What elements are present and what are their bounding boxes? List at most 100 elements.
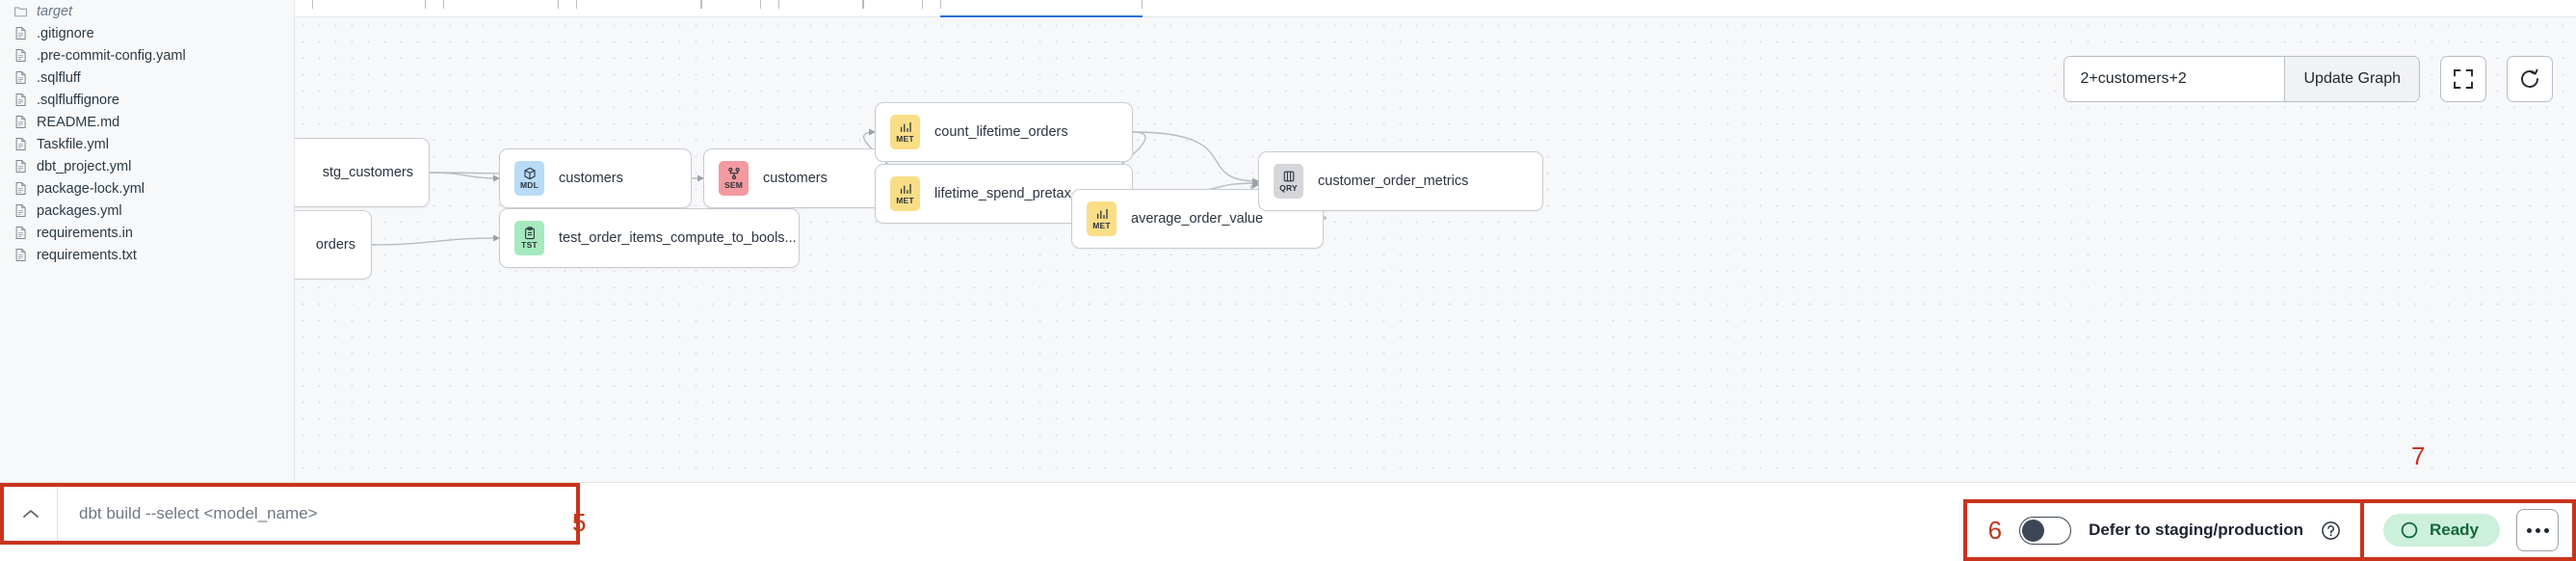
file-tree-item-label: .sqlfluff — [37, 69, 81, 86]
node-type-code: MDL — [519, 180, 539, 191]
node-type-glyph-icon — [523, 167, 537, 180]
file-tree-item-label: package-lock.yml — [37, 180, 145, 197]
file-tree-item-label: packages.yml — [37, 202, 122, 219]
tab-stub[interactable] — [863, 0, 923, 9]
ellipsis-icon[interactable] — [2516, 509, 2559, 551]
file-tree-item[interactable]: Taskfile.yml — [0, 133, 294, 155]
file-tree-item[interactable]: .pre-commit-config.yaml — [0, 44, 294, 67]
graph-node-label: customer_order_metrics — [1318, 174, 1469, 189]
graph-node[interactable]: MET count_lifetime_orders — [875, 102, 1133, 162]
file-tree-item[interactable]: .sqlfluff — [0, 67, 294, 89]
graph-node[interactable]: stg_customers — [295, 138, 430, 207]
file-tree-item-label: requirements.in — [37, 225, 133, 241]
graph-node-label: lifetime_spend_pretax — [934, 186, 1071, 201]
refresh-icon[interactable] — [2507, 56, 2553, 102]
node-type-badge-met: MET — [1087, 201, 1117, 236]
graph-node[interactable]: TST test_order_items_compute_to_bools... — [499, 208, 800, 268]
graph-node[interactable]: orders — [295, 210, 372, 280]
node-type-glyph-icon — [727, 167, 741, 180]
update-graph-button[interactable]: Update Graph — [2284, 57, 2419, 101]
file-tree-item[interactable]: target — [0, 0, 294, 22]
graph-node-label: orders — [315, 237, 355, 253]
graph-node-label: customers — [763, 171, 828, 186]
question-circle-icon[interactable] — [2321, 521, 2341, 541]
file-tree-item[interactable]: requirements.txt — [0, 244, 294, 266]
editor-tab-strip — [295, 0, 2576, 18]
file-tree-item-label: Taskfile.yml — [37, 136, 109, 152]
file-tree-item[interactable]: package-lock.yml — [0, 177, 294, 200]
file-tree-item-label: .sqlfluffignore — [37, 92, 119, 108]
graph-node-label: average_order_value — [1131, 211, 1264, 227]
defer-toggle[interactable] — [2019, 516, 2072, 545]
file-icon — [13, 137, 28, 151]
toggle-knob — [2022, 519, 2045, 542]
node-type-badge-qry: QRY — [1274, 164, 1303, 199]
node-type-badge-tst: TST — [514, 221, 544, 255]
bottom-command-bar: 6 Defer to staging/production — [0, 482, 2576, 561]
file-tree-item[interactable]: dbt_project.yml — [0, 155, 294, 177]
file-icon — [13, 248, 28, 262]
annotation-marker-5: 5 — [572, 508, 587, 537]
file-icon — [13, 226, 28, 240]
fullscreen-expand-icon[interactable] — [2440, 56, 2486, 102]
file-tree-item-label: requirements.txt — [37, 247, 137, 263]
graph-node-label: stg_customers — [322, 165, 413, 180]
node-type-glyph-icon — [899, 120, 912, 134]
file-tree-item-label: dbt_project.yml — [37, 158, 132, 174]
status-label: Ready — [2429, 521, 2479, 539]
file-tree-item[interactable]: .gitignore — [0, 22, 294, 44]
file-tree-item[interactable]: requirements.in — [0, 222, 294, 244]
tab-stub[interactable] — [312, 0, 426, 9]
node-type-badge-met: MET — [890, 176, 920, 211]
node-type-code: MET — [896, 196, 914, 206]
tab-stub[interactable] — [443, 0, 559, 9]
annotation-marker-6: 6 — [1987, 515, 2003, 545]
file-explorer-panel: target .gitignore .pre-commit-config.yam… — [0, 0, 295, 482]
status-circle-icon — [2401, 521, 2418, 539]
graph-node-label: test_order_items_compute_to_bools... — [559, 230, 797, 246]
file-tree-item[interactable]: .sqlfluffignore — [0, 89, 294, 111]
graph-node-label: customers — [559, 171, 623, 186]
chevron-up-icon[interactable] — [4, 487, 58, 541]
defer-region: 6 Defer to staging/production — [1962, 499, 2360, 561]
dot — [2543, 527, 2549, 533]
file-icon — [13, 70, 28, 85]
graph-selector-group: Update Graph — [2063, 56, 2420, 102]
file-tree-item-label: .gitignore — [37, 25, 94, 41]
graph-toolbar: Update Graph — [2063, 56, 2553, 102]
file-icon — [13, 181, 28, 196]
file-icon — [13, 48, 28, 63]
bottom-right-controls: 6 Defer to staging/production — [1962, 499, 2576, 561]
node-type-code: MET — [896, 134, 914, 145]
status-badge[interactable]: Ready — [2382, 514, 2500, 547]
file-icon — [13, 203, 28, 218]
node-type-badge-met: MET — [890, 115, 920, 149]
node-type-code: MET — [1092, 221, 1111, 231]
tab-stub-active[interactable] — [940, 0, 1143, 9]
graph-node[interactable]: SEM customers — [703, 148, 886, 208]
file-icon — [13, 93, 28, 107]
graph-node-label: count_lifetime_orders — [934, 124, 1068, 140]
tab-stub[interactable] — [576, 0, 701, 9]
status-region: Ready — [2359, 499, 2576, 561]
file-tree-item[interactable]: packages.yml — [0, 200, 294, 222]
graph-node[interactable]: MDL customers — [499, 148, 692, 208]
node-type-badge-sem: SEM — [719, 161, 749, 196]
file-tree-item-label: .pre-commit-config.yaml — [37, 47, 186, 64]
node-type-code: QRY — [1279, 183, 1298, 194]
defer-label: Defer to staging/production — [2089, 521, 2303, 539]
node-type-badge-mdl: MDL — [514, 161, 544, 196]
file-icon — [13, 115, 28, 129]
dbt-command-input[interactable] — [58, 487, 576, 541]
dot — [2526, 527, 2532, 533]
active-tab-underline — [940, 15, 1143, 18]
graph-node[interactable]: QRY customer_order_metrics — [1258, 151, 1543, 211]
graph-selector-input[interactable] — [2064, 57, 2285, 101]
dot — [2535, 527, 2540, 533]
dbt-command-region — [0, 483, 580, 545]
node-type-glyph-icon — [1095, 207, 1109, 221]
file-tree-item[interactable]: README.md — [0, 111, 294, 133]
tab-stub[interactable] — [701, 0, 761, 9]
tab-stub[interactable] — [778, 0, 863, 9]
